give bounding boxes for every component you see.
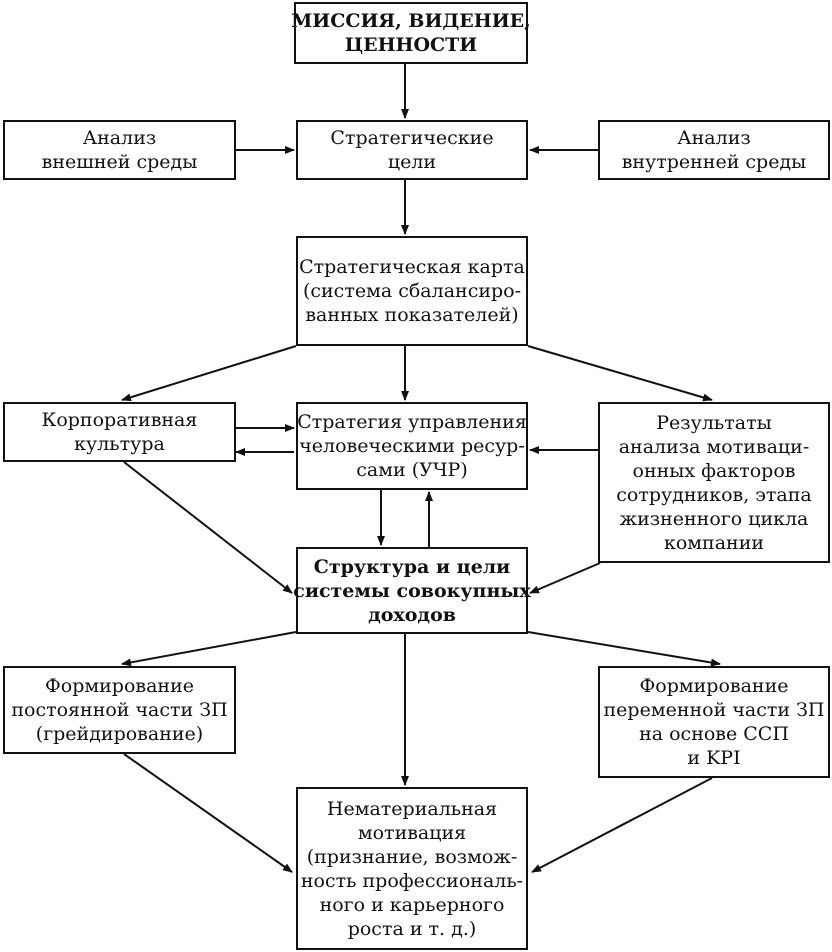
goals-line-2: цели xyxy=(387,151,437,173)
total-income-structure-box: Структура и цели системы совокупных дохо… xyxy=(293,547,531,634)
external-line-1: Анализ xyxy=(82,127,157,149)
hrm-line-2: человеческими ресур- xyxy=(299,435,525,457)
variable-pay-box: Формирование переменной части ЗП на осно… xyxy=(598,666,830,778)
results-line-4: сотрудников, этапа xyxy=(616,483,812,506)
variable-line-3: на основе ССП xyxy=(639,723,789,745)
fixed-line-3: (грейдирование) xyxy=(35,723,204,745)
variable-line-1: Формирование xyxy=(639,675,789,697)
arrow-variable-to-nonmaterial xyxy=(531,777,713,873)
nonmaterial-line-5: ного и карьерного xyxy=(319,893,505,916)
mission-line-1: МИССИЯ, ВИДЕНИЕ, xyxy=(291,10,531,32)
variable-line-2: переменной части ЗП xyxy=(603,699,825,721)
corporate-culture-box: Корпоративная культура xyxy=(3,402,236,462)
variable-line-4: и KPI xyxy=(687,747,741,769)
arrow-structure-to-variable xyxy=(527,631,721,667)
structure-line-2: системы совокупных xyxy=(293,579,531,602)
arrow-results-to-structure xyxy=(529,562,601,594)
arrow-fixed-to-nonmaterial xyxy=(123,753,293,873)
culture-line-2: культура xyxy=(74,433,165,455)
arrow-map-to-culture xyxy=(121,345,297,402)
internal-line-2: внутренней среды xyxy=(621,151,807,173)
arrow-structure-to-fixed xyxy=(121,631,297,667)
culture-line-1: Корпоративная xyxy=(41,409,198,431)
fixed-pay-box: Формирование постоянной части ЗП (грейди… xyxy=(3,666,236,754)
structure-line-1: Структура и цели xyxy=(313,555,511,578)
structure-line-3: доходов xyxy=(368,603,456,626)
nonmaterial-line-1: Нематериальная xyxy=(326,797,498,820)
map-line-1: Стратегическая карта xyxy=(299,256,525,278)
external-line-2: внешней среды xyxy=(41,151,198,173)
map-line-3: ванных показателей) xyxy=(305,304,519,326)
nonmaterial-line-4: ность профессиональ- xyxy=(300,869,524,892)
mission-line-2: ЦЕННОСТИ xyxy=(344,34,478,56)
nonmaterial-line-2: мотивация xyxy=(357,821,467,844)
results-line-2: анализа мотиваци- xyxy=(618,435,810,458)
nonmaterial-line-3: (признание, возмож- xyxy=(306,845,518,868)
arrow-culture-to-structure xyxy=(123,461,293,594)
fixed-line-1: Формирование xyxy=(44,675,194,697)
motivation-results-box: Результаты анализа мотиваци- онных факто… xyxy=(598,402,830,563)
results-line-6: компании xyxy=(663,531,765,554)
hrm-strategy-box: Стратегия управления человеческими ресур… xyxy=(296,402,528,490)
results-line-5: жизненного цикла xyxy=(619,507,809,530)
internal-line-1: Анализ xyxy=(677,127,751,149)
internal-analysis-box: Анализ внутренней среды xyxy=(598,120,830,180)
results-line-3: онных факторов xyxy=(632,459,796,482)
hrm-line-1: Стратегия управления xyxy=(297,411,527,433)
hrm-line-3: сами (УЧР) xyxy=(356,459,468,481)
external-analysis-box: Анализ внешней среды xyxy=(3,120,236,180)
fixed-line-2: постоянной части ЗП xyxy=(11,699,228,721)
map-line-2: (система сбалансиро- xyxy=(302,280,522,302)
mission-vision-values-box: МИССИЯ, ВИДЕНИЕ, ЦЕННОСТИ xyxy=(291,2,531,64)
nonmaterial-motivation-box: Нематериальная мотивация (признание, воз… xyxy=(296,787,528,950)
goals-line-1: Стратегические xyxy=(330,127,494,149)
results-line-1: Результаты xyxy=(656,411,772,434)
arrow-map-to-results xyxy=(527,345,713,402)
strategic-map-box: Стратегическая карта (система сбалансиро… xyxy=(296,236,528,346)
nonmaterial-line-6: роста и т. д.) xyxy=(347,917,477,940)
strategic-goals-box: Стратегические цели xyxy=(296,120,528,180)
